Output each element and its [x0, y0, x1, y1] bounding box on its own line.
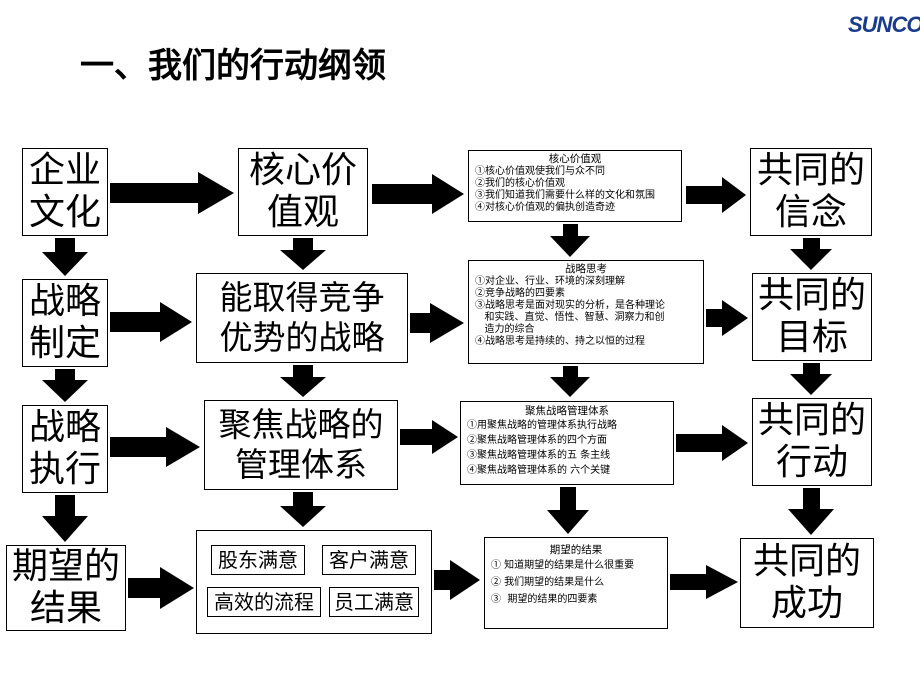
arrow-down-icon	[42, 495, 88, 542]
right-box-line: 共同的	[752, 541, 861, 582]
arrow-down-icon	[280, 492, 326, 527]
mid-box-line: 值观	[266, 192, 339, 233]
right-box-belief: 共同的信念	[750, 148, 872, 236]
arrow-right-icon	[706, 300, 748, 336]
detail-item: ④战略思考是持续的、持之以恒的过程	[475, 336, 645, 347]
arrow-down-icon	[280, 365, 326, 397]
chip-employee-satisfaction: 员工满意	[329, 587, 419, 617]
right-box-line: 信念	[774, 192, 847, 233]
right-box-line: 行动	[775, 442, 848, 483]
arrow-down-icon	[42, 238, 88, 276]
right-box-line: 共同的	[757, 400, 866, 441]
detail-item: ③战略思考是面对现实的分析，是各种理论 和实践、直觉、悟性、智慧、洞察力和创 造…	[475, 300, 665, 335]
page-title: 一、我们的行动纲领	[80, 46, 386, 86]
left-box-line: 制定	[28, 323, 101, 364]
mid-box-line: 聚焦战略的	[218, 405, 384, 444]
mid-box-core-values: 核心价值观	[238, 148, 368, 236]
mid-box-line: 优势的战略	[219, 318, 385, 357]
detail-heading: 聚焦战略管理体系	[525, 405, 609, 417]
detail-item: ③ 期望的结果的四要素	[491, 594, 598, 605]
arrow-right-icon	[434, 560, 480, 600]
detail-item: ①对企业、行业、环境的深刻理解	[475, 276, 625, 287]
mid-box-line: 管理体系	[235, 445, 367, 484]
right-box-line: 成功	[770, 583, 843, 624]
mid-box-line: 核心价	[248, 150, 357, 191]
arrow-right-icon	[410, 303, 464, 343]
detail-item: ①用聚焦战略的管理体系执行战略	[467, 420, 617, 431]
arrow-down-icon	[547, 487, 589, 534]
arrow-down-icon	[550, 224, 590, 257]
detail-item: ② 我们期望的结果是什么	[491, 577, 605, 588]
arrow-right-icon	[686, 177, 746, 213]
detail-core-values: 核心价值观 ①核心价值观使我们与众不同 ②我们的核心价值观 ③我们知道我们需要什…	[468, 150, 682, 222]
arrow-right-icon	[400, 420, 458, 454]
arrow-down-icon	[550, 366, 590, 397]
left-box-line: 企业	[28, 150, 101, 191]
arrow-down-icon	[790, 363, 832, 395]
chip-shareholder-satisfaction: 股东满意	[211, 545, 305, 575]
detail-item: ④聚焦战略管理体系的 六个关键	[467, 465, 611, 476]
detail-item: ③聚焦战略管理体系的五 条主线	[467, 450, 611, 461]
detail-item: ②我们的核心价值观	[475, 178, 565, 189]
arrow-right-icon	[110, 427, 200, 467]
mid-box-management-system: 聚焦战略的管理体系	[204, 400, 398, 490]
arrow-down-icon	[790, 238, 832, 270]
detail-heading: 期望的结果	[549, 544, 603, 556]
right-box-success: 共同的成功	[740, 538, 874, 628]
right-box-line: 目标	[775, 317, 848, 358]
right-box-line: 共同的	[756, 150, 865, 191]
detail-heading: 战略思考	[565, 263, 607, 275]
left-box-expected-result: 期望的结果	[6, 545, 126, 631]
sunco-logo: SUNCO	[848, 12, 920, 37]
left-box-strategy-making: 战略制定	[22, 279, 108, 367]
detail-expected-results: 期望的结果 ① 知道期望的结果是什么很重要 ② 我们期望的结果是什么 ③ 期望的…	[484, 537, 668, 629]
arrow-down-icon	[280, 238, 326, 270]
arrow-down-icon	[788, 488, 834, 535]
detail-strategic-thinking: 战略思考 ①对企业、行业、环境的深刻理解 ②竞争战略的四要素 ③战略思考是面对现…	[468, 260, 704, 364]
arrow-down-icon	[42, 369, 88, 402]
mid-box-line: 能取得竞争	[219, 278, 385, 317]
left-box-line: 文化	[28, 192, 101, 233]
right-box-action: 共同的行动	[752, 398, 872, 486]
arrow-right-icon	[676, 425, 748, 461]
detail-item: ②竞争战略的四要素	[475, 288, 565, 299]
left-box-line: 期望的	[11, 546, 120, 587]
left-box-line: 战略	[28, 281, 101, 322]
detail-item: ④对核心价值观的偏执创造奇迹	[475, 202, 615, 213]
detail-item: ①核心价值观使我们与众不同	[475, 166, 605, 177]
left-box-line: 执行	[28, 449, 101, 490]
chip-efficient-process: 高效的流程	[207, 587, 321, 617]
arrow-right-icon	[128, 567, 194, 609]
right-box-goal: 共同的目标	[752, 273, 872, 361]
detail-item: ②聚焦战略管理体系的四个方面	[467, 435, 607, 446]
left-box-strategy-execution: 战略执行	[22, 405, 108, 493]
arrow-right-icon	[670, 565, 738, 599]
detail-heading: 核心价值观	[548, 153, 602, 165]
mid-box-competitive-strategy: 能取得竞争优势的战略	[196, 273, 408, 363]
detail-management-system: 聚焦战略管理体系 ①用聚焦战略的管理体系执行战略 ②聚焦战略管理体系的四个方面 …	[460, 401, 674, 485]
arrow-right-icon	[110, 302, 192, 342]
arrow-right-icon	[372, 174, 464, 214]
left-box-culture: 企业文化	[22, 148, 108, 236]
right-box-line: 共同的	[757, 275, 866, 316]
left-box-line: 战略	[28, 407, 101, 448]
chip-customer-satisfaction: 客户满意	[322, 545, 416, 575]
detail-item: ① 知道期望的结果是什么很重要	[491, 560, 635, 571]
left-box-line: 结果	[29, 588, 102, 629]
detail-item: ③我们知道我们需要什么样的文化和氛围	[475, 190, 655, 201]
arrow-right-icon	[110, 172, 234, 214]
